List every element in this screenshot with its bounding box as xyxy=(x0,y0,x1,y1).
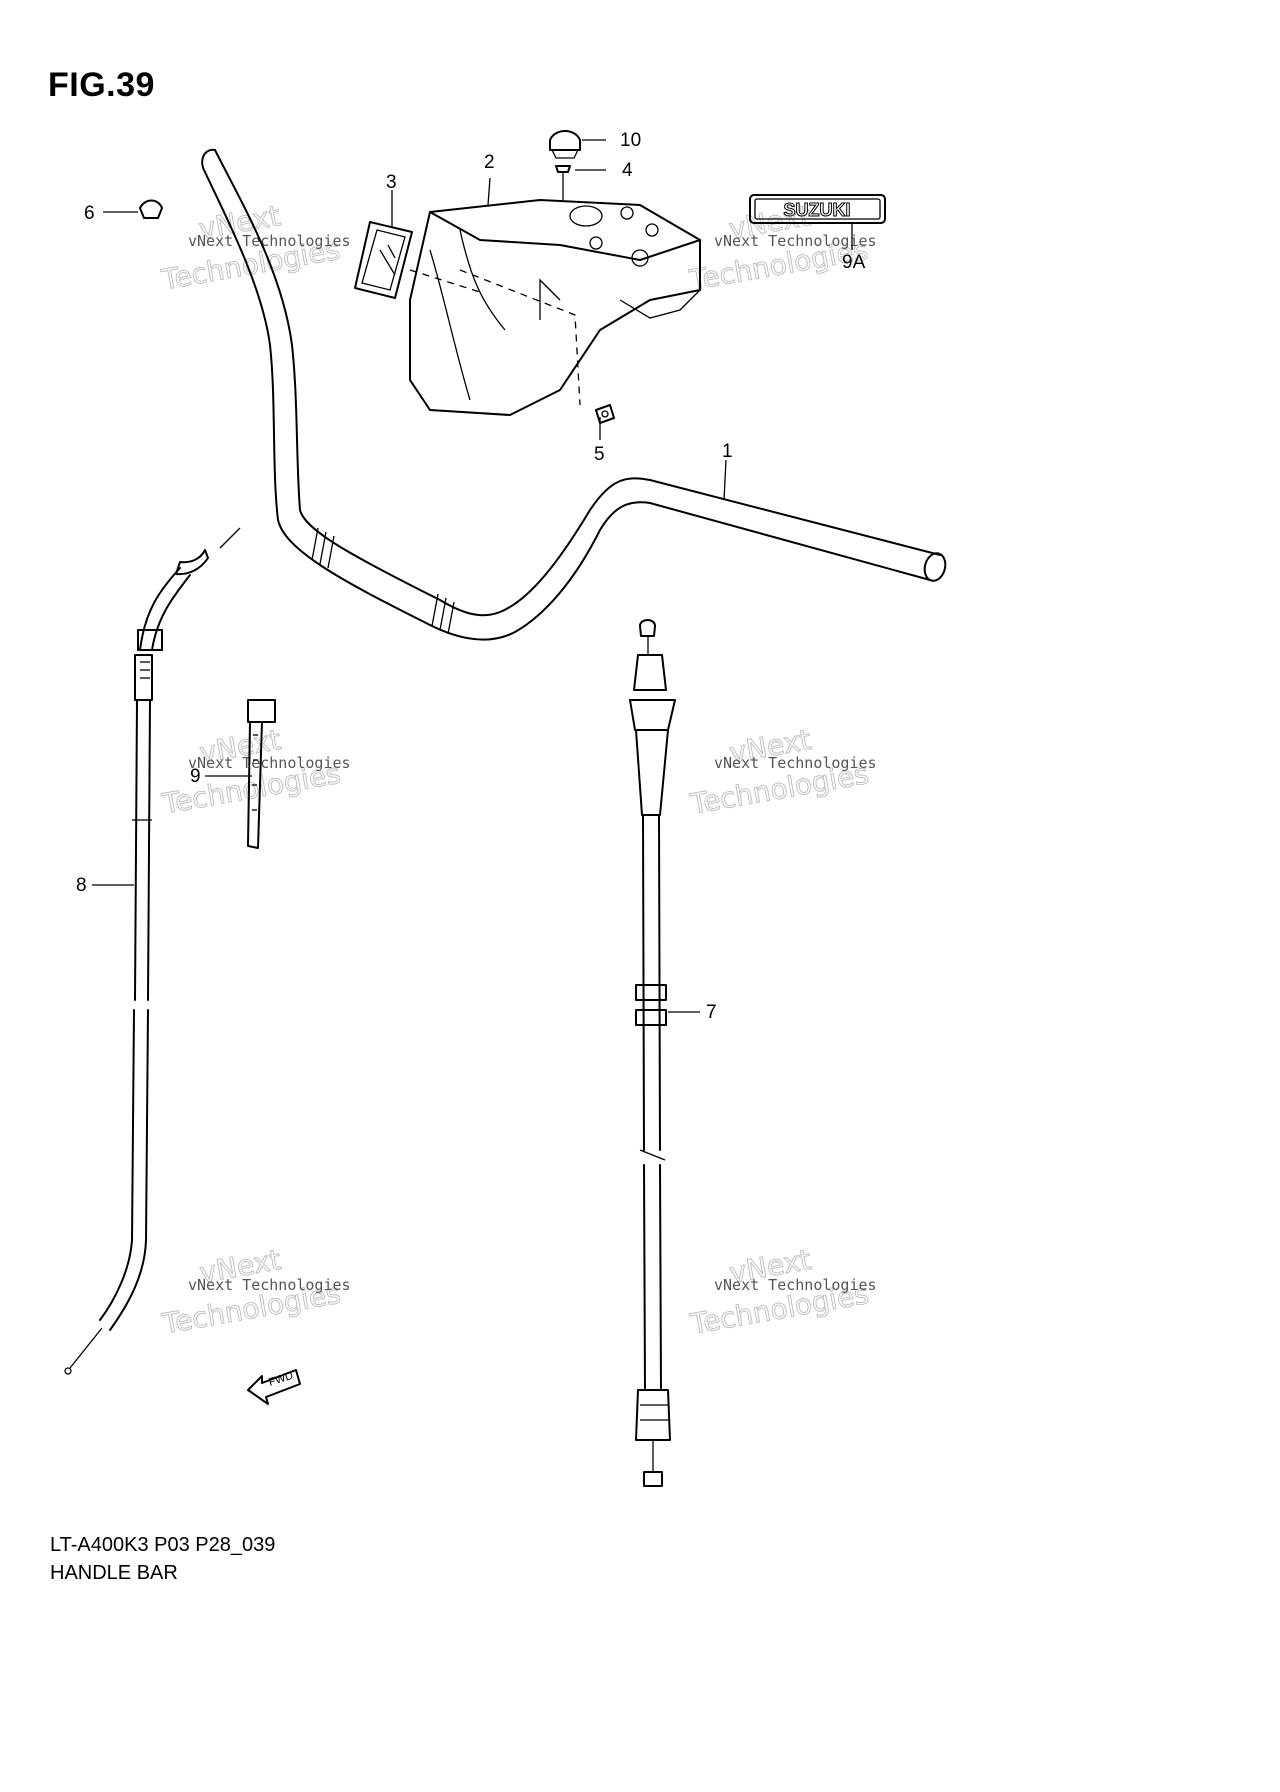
watermark-mid-right: Technologies vNext vNext Technologies xyxy=(687,723,877,822)
callout-4: 4 xyxy=(622,160,633,181)
cover-emblem-part xyxy=(354,221,481,299)
plug-part xyxy=(549,130,581,159)
callout-leaders xyxy=(92,139,727,1013)
watermark-text: vNext Technologies xyxy=(714,1276,877,1294)
forward-direction-marker: FWD xyxy=(247,1369,301,1405)
screw-part xyxy=(555,165,571,200)
watermark-bottom-left: Technologies vNext vNext Technologies xyxy=(159,1243,351,1342)
callout-5: 5 xyxy=(594,444,605,465)
cable-tie-part xyxy=(247,699,276,849)
fwd-label: FWD xyxy=(267,1370,295,1389)
watermark-top-left: Technologies vNext vNext Technologies xyxy=(158,199,351,298)
watermark-text: vNext Technologies xyxy=(714,232,877,250)
section-name: HANDLE BAR xyxy=(50,1562,178,1584)
callout-1: 1 xyxy=(722,441,733,462)
callout-2: 2 xyxy=(484,152,495,173)
suzuki-emblem-part: SUZUKI xyxy=(749,194,886,250)
callout-7: 7 xyxy=(706,1002,717,1023)
callout-9a: 9A xyxy=(842,252,866,273)
clip-part xyxy=(139,199,163,219)
callout-10: 10 xyxy=(620,130,641,151)
watermark-text: vNext Technologies xyxy=(188,754,351,772)
suzuki-emblem-text: SUZUKI xyxy=(784,200,851,220)
callout-3: 3 xyxy=(386,172,397,193)
callout-6: 6 xyxy=(84,203,95,224)
watermark-text: vNext Technologies xyxy=(714,754,877,772)
watermark-mid-left: Technologies vNext vNext Technologies xyxy=(159,723,351,822)
model-code: LT-A400K3 P03 P28_039 xyxy=(50,1534,276,1556)
watermark-bottom-right: Technologies vNext vNext Technologies xyxy=(687,1243,877,1342)
nut-part xyxy=(595,404,615,424)
throttle-cable-part xyxy=(64,527,241,1375)
control-cable-part xyxy=(629,619,676,1487)
figure-title: FIG.39 xyxy=(48,66,155,104)
watermark-text: vNext Technologies xyxy=(188,1276,351,1294)
callout-9: 9 xyxy=(190,766,201,787)
handlebar-cover-part xyxy=(409,199,701,416)
watermark-text: vNext Technologies xyxy=(188,232,351,250)
handlebar-part xyxy=(201,148,947,641)
callout-8: 8 xyxy=(76,875,87,896)
